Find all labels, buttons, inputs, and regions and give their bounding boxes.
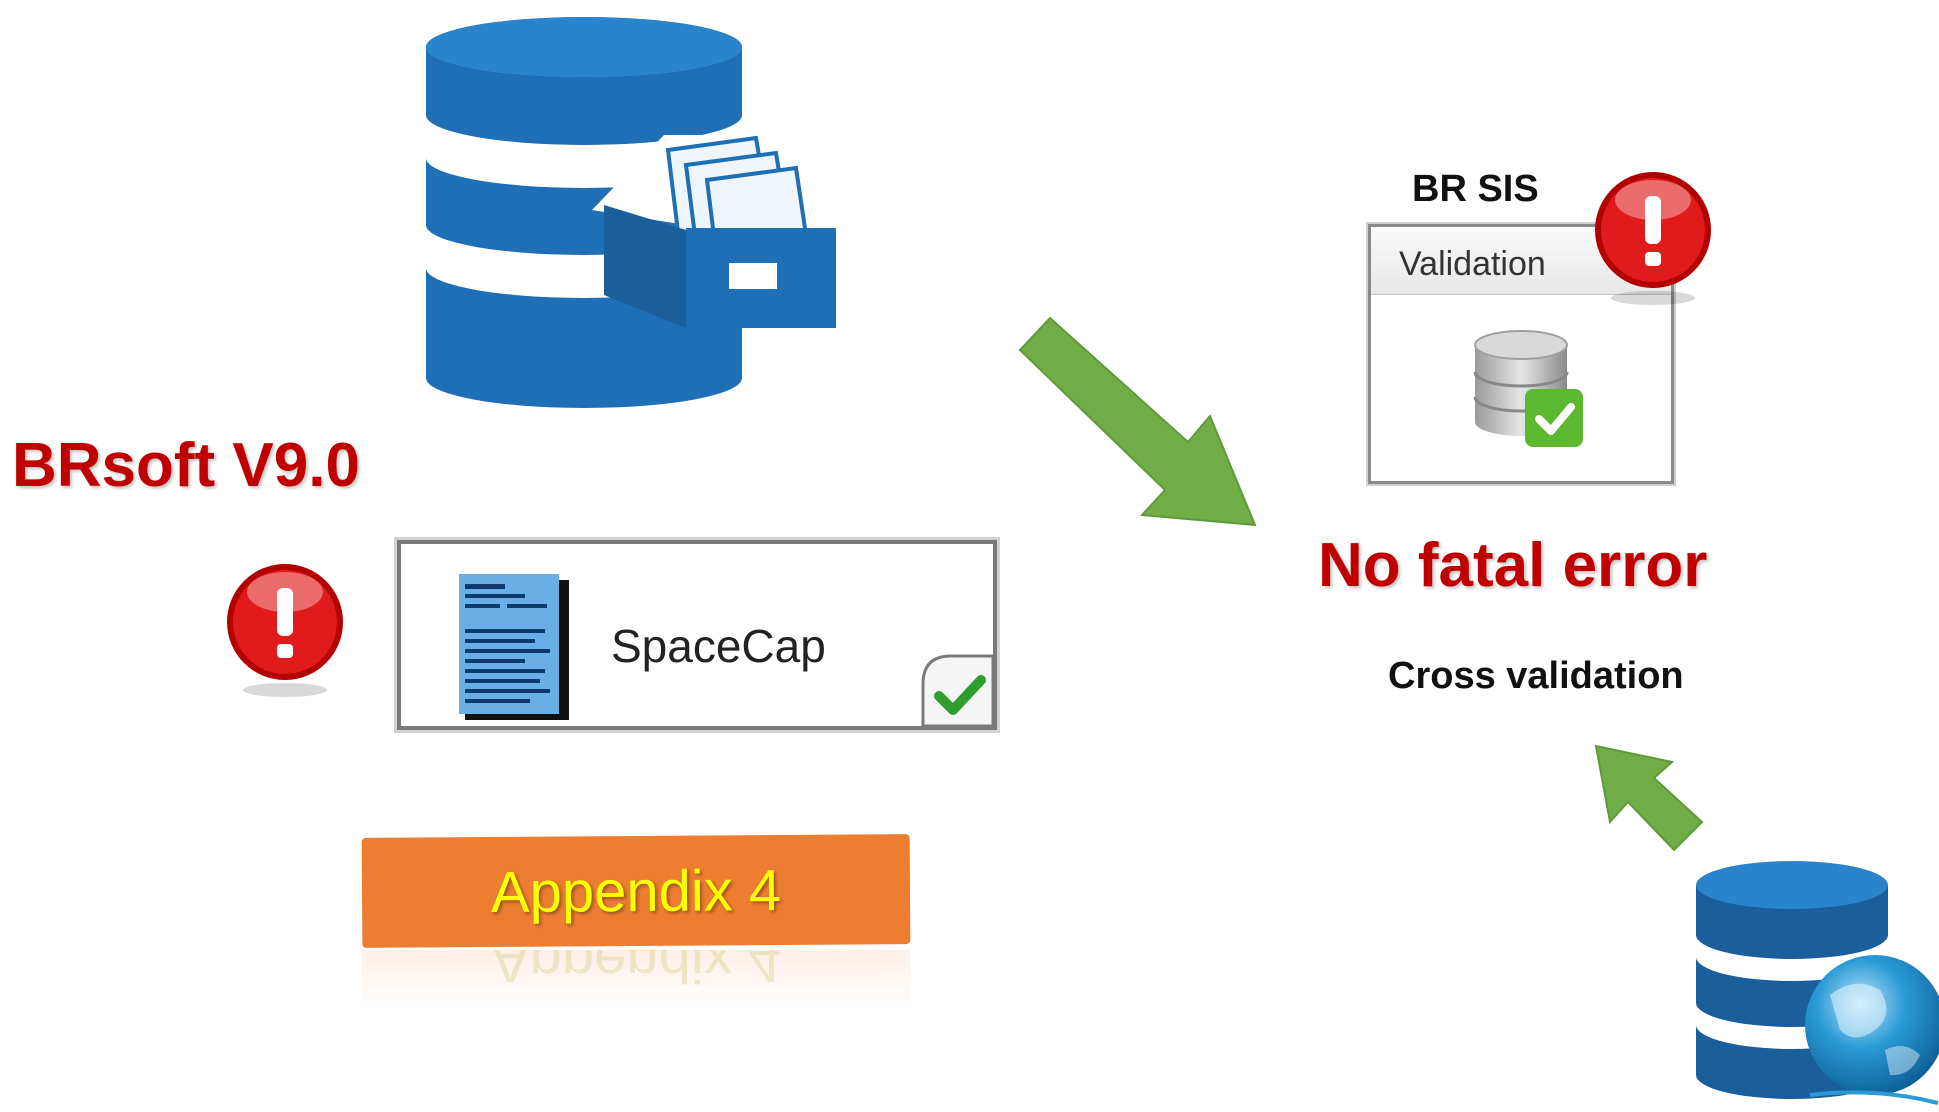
spacecap-panel: SpaceCap — [394, 537, 1000, 733]
appendix-reflection-text: Appendix 4 — [490, 950, 782, 994]
appendix-reflection: Appendix 4 — [362, 950, 910, 1010]
file-cabinet-database-icon — [426, 17, 844, 408]
brsis-label: BR SIS — [1412, 168, 1539, 210]
database-check-icon — [1473, 330, 1583, 447]
cross-validation-label: Cross validation — [1388, 655, 1684, 697]
arrow-up-left-icon — [1594, 744, 1704, 852]
spacecap-label: SpaceCap — [611, 620, 826, 672]
appendix-banner: Appendix 4 — [361, 834, 911, 948]
brsoft-title: BRsoft V9.0 — [12, 431, 360, 500]
document-icon — [459, 574, 569, 720]
alert-icon — [227, 564, 343, 697]
validation-label: Validation — [1399, 245, 1546, 283]
arrow-down-right-icon — [1018, 316, 1257, 527]
status-message: No fatal error — [1318, 531, 1708, 600]
alert-icon — [1595, 172, 1711, 305]
network-database-icon — [1696, 861, 1939, 1105]
checkmark-icon — [921, 654, 995, 728]
